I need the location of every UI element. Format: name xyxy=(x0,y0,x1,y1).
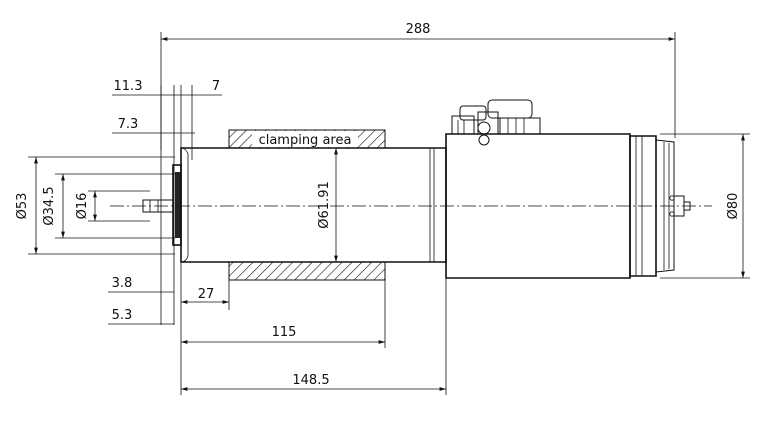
dim-dia-53: Ø53 xyxy=(15,156,175,255)
dim-dia-53-label: Ø53 xyxy=(15,193,30,220)
dim-7-3: 7.3 xyxy=(112,117,195,134)
dim-dia-34-5: Ø34.5 xyxy=(42,173,175,239)
dim-dia-61-91-label: Ø61.91 xyxy=(317,181,332,228)
spindle-body xyxy=(142,99,691,279)
clamping-area: clamping area xyxy=(228,129,386,281)
dim-dia-16-label: Ø16 xyxy=(75,193,90,220)
dim-11-3-and-7: 11.3 7 xyxy=(112,79,222,96)
dim-dia-34-5-label: Ø34.5 xyxy=(42,186,57,225)
dim-7-label: 7 xyxy=(212,79,220,94)
dim-dia-80-label: Ø80 xyxy=(726,193,741,220)
end-cap xyxy=(629,135,657,277)
dim-dia-80: Ø80 xyxy=(660,133,750,279)
dim-5-3-label: 5.3 xyxy=(112,308,133,323)
rear-cover xyxy=(655,139,675,273)
main-cylinder xyxy=(180,147,447,263)
dim-288: 288 xyxy=(160,22,676,150)
dim-3-8-and-27: 3.8 27 xyxy=(108,276,230,310)
dim-dia-16: Ø16 xyxy=(75,190,150,222)
front-seal xyxy=(175,172,181,238)
connector-fittings xyxy=(451,99,541,146)
dim-11-3-label: 11.3 xyxy=(114,79,143,94)
dim-115: 115 xyxy=(181,280,386,348)
dim-3-8-label: 3.8 xyxy=(112,276,133,291)
clamping-area-bottom-hatch xyxy=(228,261,386,281)
dim-115-label: 115 xyxy=(272,325,297,340)
dim-148-5: 148.5 xyxy=(181,278,447,395)
dim-27-label: 27 xyxy=(198,287,215,302)
dim-148-5-label: 148.5 xyxy=(292,373,329,388)
clamping-area-label: clamping area xyxy=(259,133,352,148)
dim-dia-61-91: Ø61.91 xyxy=(317,148,338,262)
dim-7-3-label: 7.3 xyxy=(118,117,139,132)
rear-housing xyxy=(445,133,631,279)
dim-5-3: 5.3 xyxy=(108,308,174,325)
dim-288-label: 288 xyxy=(406,22,431,37)
